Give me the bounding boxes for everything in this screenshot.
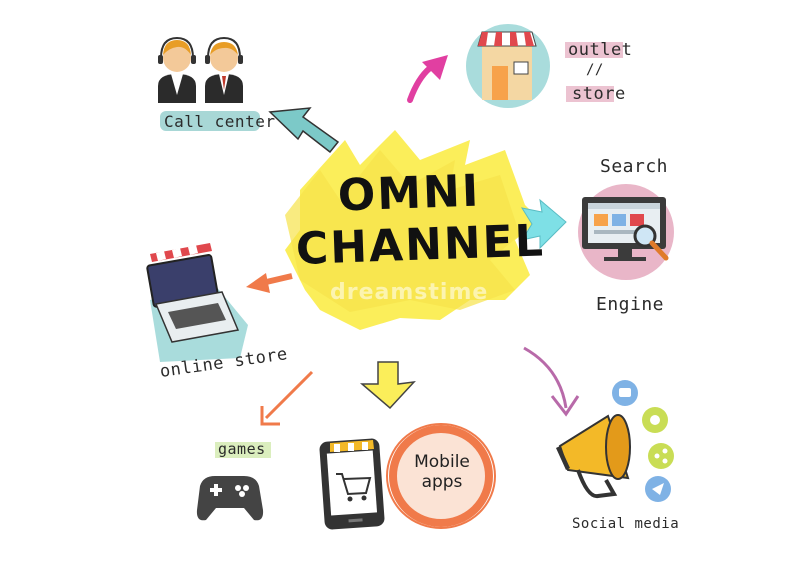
engine-label: Engine <box>596 294 665 315</box>
arrow-to-search <box>520 198 567 250</box>
mobile-apps-label: Mobile apps <box>398 452 486 492</box>
social-media-label: Social media <box>572 516 680 532</box>
games-label: games <box>218 440 266 458</box>
call-center-label: Call center <box>164 112 276 131</box>
gamepad-icon <box>196 442 271 521</box>
title-line-1: OMNI <box>337 165 482 222</box>
arrow-to-mobile-apps <box>359 361 416 410</box>
outlet-store-icon <box>466 24 623 108</box>
outlet-store-label: store <box>572 84 626 104</box>
mobile-apps-badge <box>386 423 496 529</box>
search-label: Search <box>600 156 669 177</box>
outlet-label: outlet <box>568 40 633 60</box>
center-highlight <box>285 130 540 330</box>
arrow-to-online-store <box>246 273 293 293</box>
arrow-to-social-media <box>523 346 580 417</box>
mobile-apps-line-2: apps <box>421 472 463 492</box>
outlet-separator: // <box>586 62 604 78</box>
arrow-to-call-center <box>268 107 340 154</box>
watermark-text: dreamstime <box>330 280 489 305</box>
megaphone-icon <box>556 380 674 502</box>
mobile-phone-icon <box>319 438 385 530</box>
mobile-apps-line-1: Mobile <box>414 452 470 472</box>
call-center-icon <box>158 36 260 131</box>
title-line-2: CHANNEL <box>295 215 546 275</box>
arrow-to-games <box>260 370 314 426</box>
search-engine-icon <box>578 184 674 280</box>
online-store-icon <box>146 243 248 362</box>
arrow-to-outlet <box>407 55 448 103</box>
omni-channel-title: OMNI CHANNEL <box>293 164 546 276</box>
